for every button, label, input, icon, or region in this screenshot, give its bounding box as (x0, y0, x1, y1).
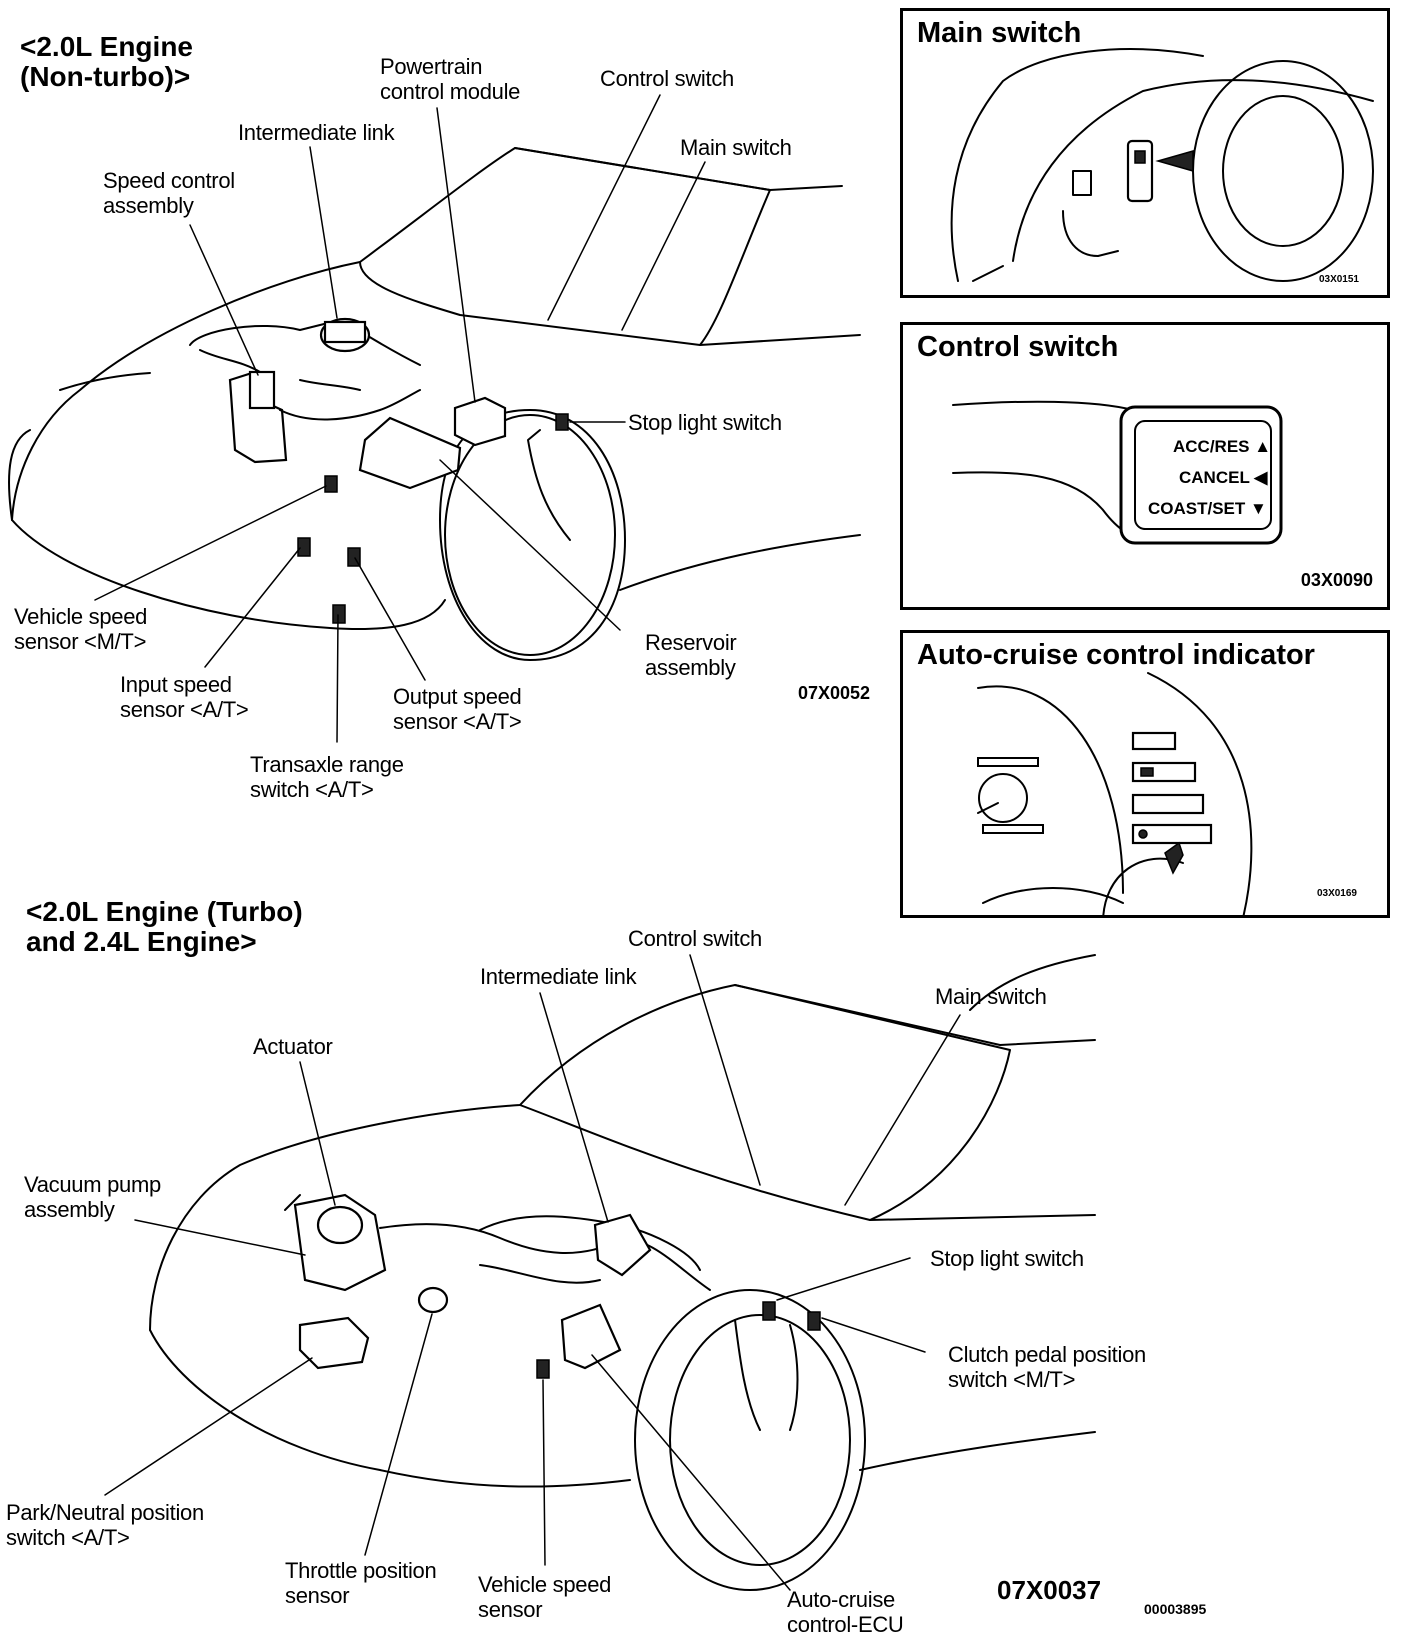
label-input-speed-sensor: Input speed sensor <A/T> (120, 672, 249, 722)
inset-control-switch-code: 03X0090 (1300, 570, 1373, 590)
label-throttle-position-sensor: Throttle position sensor (285, 1558, 437, 1608)
inset-control-switch: Control switch ACC/RES ▲ CANCEL ◀ COAST/… (900, 322, 1390, 610)
top-leader-lines (94, 94, 706, 743)
inset-main-switch: Main switch 03X0151 (900, 8, 1390, 298)
inset-main-switch-code: 03X0151 (1318, 274, 1359, 285)
bottom-section-heading: <2.0L Engine (Turbo) and 2.4L Engine> (26, 896, 303, 957)
label-vehicle-speed-sensor-bottom: Vehicle speed sensor (478, 1572, 612, 1622)
button-acc-res: ACC/RES ▲ (1173, 437, 1272, 456)
top-section-heading: <2.0L Engine (Non-turbo)> (20, 31, 193, 92)
inset-control-switch-title: Control switch (917, 331, 1119, 363)
gauge-cluster-illustration (977, 672, 1253, 915)
top-car-body (8, 147, 861, 661)
label-park-neutral-position-switch: Park/Neutral position switch <A/T> (6, 1500, 204, 1550)
label-control-switch-top: Control switch (600, 66, 734, 91)
label-stop-light-switch-bottom: Stop light switch (930, 1246, 1084, 1271)
label-main-switch-bottom: Main switch (935, 984, 1047, 1009)
label-control-switch-bottom: Control switch (628, 926, 762, 951)
top-components (189, 317, 571, 624)
inset-indicator-code: 03X0169 (1316, 888, 1357, 899)
stalk-illustration (952, 400, 1283, 545)
document-code: 00003895 (1144, 1601, 1207, 1617)
inset-main-switch-title: Main switch (917, 17, 1082, 49)
bottom-car-body (149, 954, 1096, 1591)
bottom-leader-lines (104, 954, 961, 1591)
top-figure-code: 07X0052 (798, 683, 871, 703)
label-powertrain-module: Powertrain control module (380, 54, 521, 104)
bottom-components (284, 1193, 821, 1431)
label-actuator: Actuator (253, 1034, 333, 1059)
inset-auto-cruise-indicator: Auto-cruise control indicator 03X0169 (900, 630, 1390, 918)
inset-indicator-title: Auto-cruise control indicator (917, 639, 1315, 671)
label-vacuum-pump-assembly: Vacuum pump assembly (24, 1172, 161, 1222)
label-vehicle-speed-sensor-mt: Vehicle speed sensor <M/T> (14, 604, 148, 654)
label-intermediate-link-top: Intermediate link (238, 120, 395, 145)
bottom-figure-code: 07X0037 (997, 1575, 1102, 1605)
dashboard-illustration (950, 48, 1374, 282)
button-coast-set: COAST/SET ▼ (1148, 499, 1267, 518)
label-main-switch-top: Main switch (680, 135, 792, 160)
label-reservoir-assembly: Reservoir assembly (645, 630, 737, 680)
label-intermediate-link-bottom: Intermediate link (480, 964, 637, 989)
label-clutch-pedal-position-switch: Clutch pedal position switch <M/T> (948, 1342, 1146, 1392)
label-output-speed-sensor: Output speed sensor <A/T> (393, 684, 522, 734)
label-stop-light-switch-top: Stop light switch (628, 410, 782, 435)
label-transaxle-range-switch: Transaxle range switch <A/T> (250, 752, 404, 802)
label-speed-control-assembly: Speed control assembly (103, 168, 235, 218)
button-cancel: CANCEL ◀ (1179, 468, 1268, 487)
